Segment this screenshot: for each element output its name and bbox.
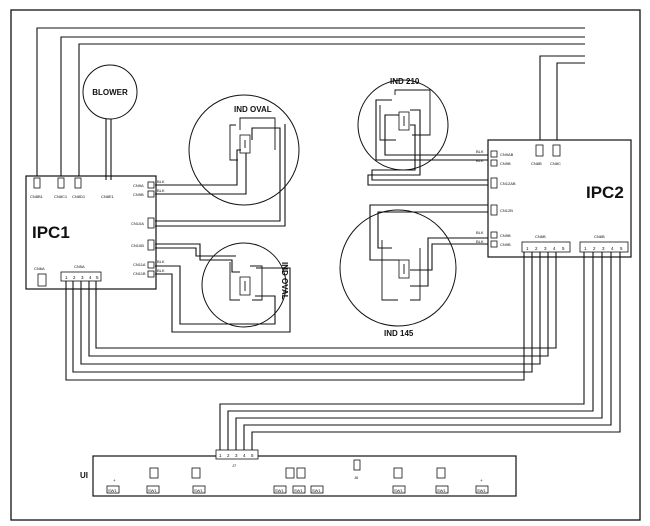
ipc2-header-left-label: CN6B — [535, 234, 546, 239]
svg-text:SW1: SW1 — [294, 488, 303, 493]
ipc1-conn-right-3: CN10A — [131, 221, 144, 226]
svg-text:SW1: SW1 — [108, 488, 117, 493]
ipc1-conn-top-1: CN8B1 — [30, 194, 44, 199]
ipc1-plug-label: CN6A — [34, 266, 45, 271]
ipc1-conn-right-4: CN10B — [131, 243, 144, 248]
ipc1-conn-right-1: CN9A — [133, 183, 144, 188]
ind-oval-top-label: IND OVAL — [234, 105, 272, 114]
ui-board: UI 1 2 3 4 5 J7 J6 + + SW1 SW1 SW1 SW1 — [80, 449, 517, 497]
ipc-harness — [65, 252, 557, 381]
ipc1-tag-4: BLK — [157, 268, 165, 273]
ipc1-conn-right-6: CN11B — [133, 271, 146, 276]
svg-text:1: 1 — [526, 246, 529, 251]
ipc2-conn-left-1: CN9AB — [500, 152, 514, 157]
blower: BLOWER — [82, 64, 138, 180]
ipc2-tag-2: BLK — [476, 158, 484, 163]
ipc2-header-right-label: CN6B — [594, 234, 605, 239]
ipc2-conn-top-1: CN8B — [531, 161, 542, 166]
svg-text:4: 4 — [243, 453, 246, 458]
svg-text:SW1: SW1 — [437, 488, 446, 493]
svg-text:3: 3 — [235, 453, 238, 458]
svg-text:3: 3 — [81, 275, 84, 280]
svg-text:5: 5 — [96, 275, 99, 280]
ipc1-conn-right-5: CN11A — [133, 262, 146, 267]
svg-text:5: 5 — [620, 246, 623, 251]
ui-plus-left: + — [113, 478, 116, 483]
ipc1-conn-top-4: CN8E1 — [101, 194, 115, 199]
svg-text:1: 1 — [65, 275, 68, 280]
ind-210: IND 210 — [357, 77, 493, 186]
top-wire-bundle — [36, 27, 585, 176]
svg-text:3: 3 — [602, 246, 605, 251]
ind-145-label: IND 145 — [384, 329, 414, 338]
svg-text:4: 4 — [553, 246, 556, 251]
ipc2-conn-left-5: CN9B — [500, 233, 511, 238]
ipc1-title: IPC1 — [32, 223, 70, 242]
ipc1-header-label: CN5A — [74, 264, 85, 269]
ipc2-conn-top-2: CN8C — [550, 161, 561, 166]
ui-title: UI — [80, 471, 88, 480]
ind-oval-top: IND OVAL — [155, 94, 300, 227]
ui-harness — [219, 252, 621, 452]
ind-oval-bottom: IND OVAL — [155, 242, 291, 333]
svg-text:1: 1 — [584, 246, 587, 251]
ui-j7-label: J7 — [232, 463, 237, 468]
svg-text:SW1: SW1 — [194, 488, 203, 493]
ipc2-conn-left-3: CN12AB — [500, 181, 516, 186]
ipc1-tag-3: BLK — [157, 259, 165, 264]
svg-text:4: 4 — [89, 275, 92, 280]
svg-text:SW1: SW1 — [394, 488, 403, 493]
svg-text:2: 2 — [227, 453, 230, 458]
ui-plus-right: + — [480, 478, 483, 483]
svg-text:SW1: SW1 — [275, 488, 284, 493]
ind-oval-bottom-label: IND OVAL — [280, 262, 289, 300]
ipc2-conn-left-2: CN9B — [500, 161, 511, 166]
svg-text:3: 3 — [544, 246, 547, 251]
ind-210-label: IND 210 — [390, 77, 420, 86]
ipc2-board: IPC2 CN8B CN8C CN9AB CN9B CN12AB CN12B C… — [476, 139, 632, 258]
ipc1-conn-top-3: CN8D1 — [72, 194, 86, 199]
svg-text:2: 2 — [535, 246, 538, 251]
ipc2-conn-left-4: CN12B — [500, 208, 513, 213]
svg-text:SW1: SW1 — [148, 488, 157, 493]
svg-text:1: 1 — [219, 453, 222, 458]
svg-text:SW1: SW1 — [477, 488, 486, 493]
ipc1-conn-right-2: CN9B — [133, 192, 144, 197]
svg-text:SW1: SW1 — [312, 488, 321, 493]
ipc2-conn-left-6: CN9B — [500, 242, 511, 247]
ipc1-tag-2: BLK — [157, 188, 165, 193]
svg-text:4: 4 — [611, 246, 614, 251]
svg-text:2: 2 — [73, 275, 76, 280]
ipc1-board: IPC1 CN8B1 CN8C1 CN8D1 CN8E1 CN9A CN9B C… — [25, 175, 165, 290]
ipc1-conn-top-2: CN8C1 — [54, 194, 68, 199]
ind-145: IND 145 — [339, 204, 493, 338]
ipc2-tag-1: BLK — [476, 149, 484, 154]
ipc2-tag-3: BLK — [476, 230, 484, 235]
ui-j6-label: J6 — [354, 475, 359, 480]
ipc1-tag-1: BLK — [157, 179, 165, 184]
blower-label: BLOWER — [92, 88, 128, 97]
svg-text:2: 2 — [593, 246, 596, 251]
ipc2-tag-4: BLK — [476, 239, 484, 244]
ipc2-title: IPC2 — [586, 183, 624, 202]
svg-text:5: 5 — [562, 246, 565, 251]
diagram-frame — [10, 9, 641, 521]
svg-text:5: 5 — [251, 453, 254, 458]
